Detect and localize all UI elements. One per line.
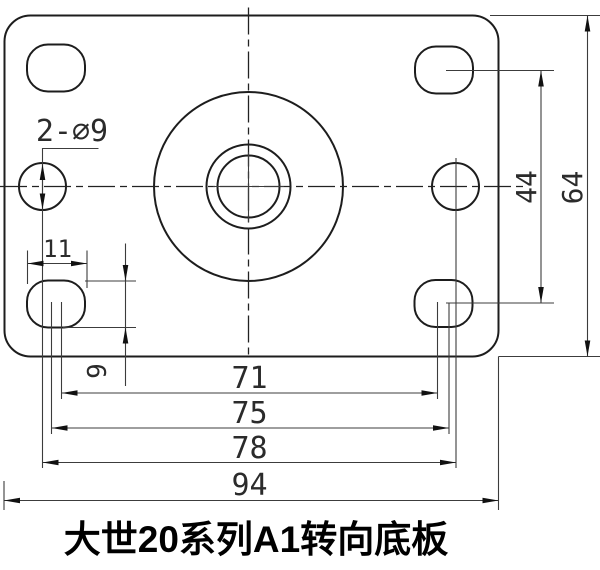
- dim-label-94: 94: [231, 468, 267, 503]
- drawing-title: 大世20系列A1转向底板: [64, 519, 448, 560]
- slot-hole-top-left: [26, 43, 86, 93]
- slot-hole-bottom-left: [26, 279, 86, 329]
- dim-label-11: 11: [43, 235, 72, 263]
- dim-label-75: 75: [231, 396, 267, 431]
- dim-label-64: 64: [556, 171, 589, 205]
- dim-label-44: 44: [510, 170, 543, 204]
- hole-callout-label: 2-∅9: [36, 114, 108, 149]
- dim-label-78: 78: [231, 431, 267, 466]
- dim-label-9: 9: [83, 363, 113, 379]
- hole-callout-leader-line: [41, 147, 99, 468]
- dim-label-71: 71: [231, 361, 267, 396]
